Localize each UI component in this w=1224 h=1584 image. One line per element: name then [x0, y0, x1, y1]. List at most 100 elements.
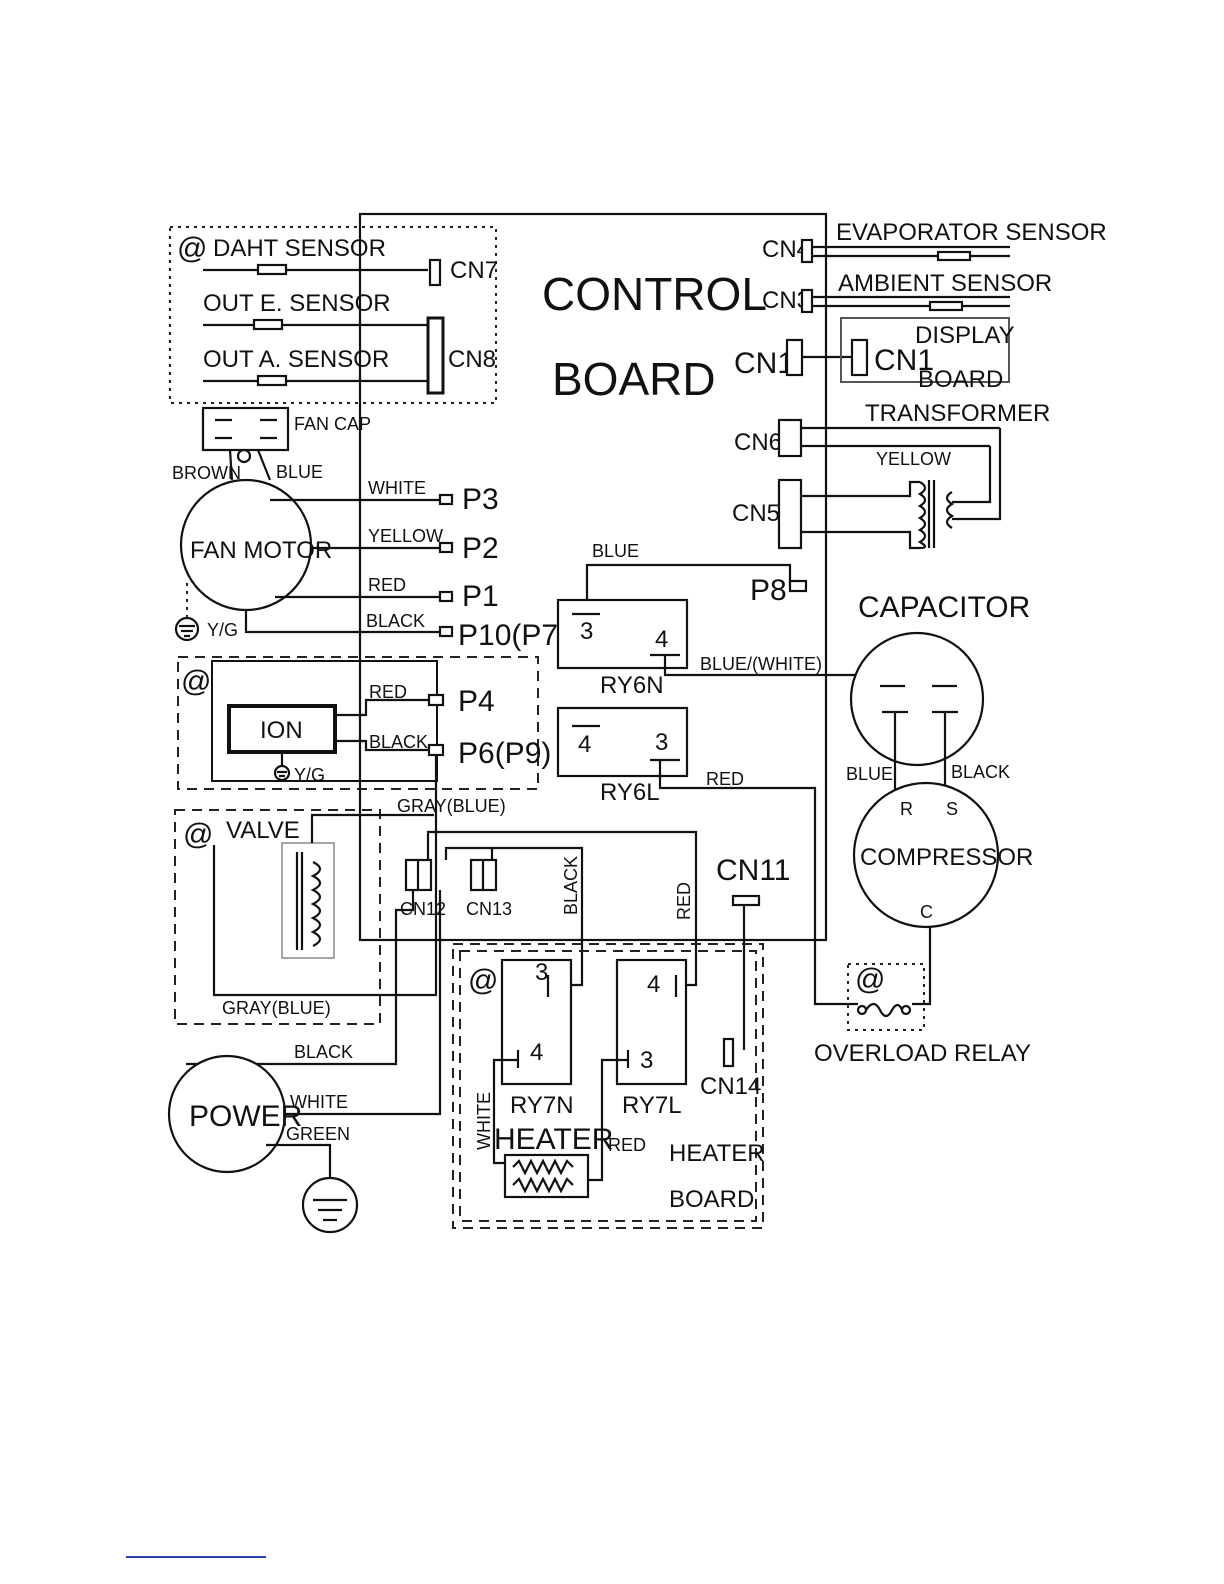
power-white-wire-label: WHITE [290, 1092, 348, 1112]
cn1-label: CN1 [734, 347, 794, 380]
optional-marker-valve: @ [183, 818, 213, 851]
overload-relay-label: OVERLOAD RELAY [814, 1040, 1031, 1067]
fan-motor-label: FAN MOTOR [190, 537, 332, 564]
cn5-connector [777, 478, 803, 550]
optional-marker-sensors: @ [177, 232, 207, 265]
ion-red-wire-label: RED [369, 682, 407, 702]
control-board-title-line2: BOARD [552, 353, 716, 405]
fan-yellow-wire-label: YELLOW [368, 526, 443, 546]
out-a-sensor-label: OUT A. SENSOR [203, 346, 389, 373]
power-label: POWER [189, 1100, 302, 1133]
fan-yg-label: Y/G [207, 620, 238, 640]
capacitor-label: CAPACITOR [858, 591, 1030, 624]
relay-ry6l [556, 706, 689, 778]
daht-sensor-label: DAHT SENSOR [213, 235, 386, 262]
ion-black-wire-label: BLACK [369, 732, 428, 752]
valve-label: VALVE [226, 817, 300, 844]
cn11-connector [731, 894, 761, 907]
transformer-label: TRANSFORMER [865, 400, 1050, 427]
fan-blue-wire-label: BLUE [276, 462, 323, 482]
ry7l-pin4-label: 4 [647, 971, 660, 998]
footer-link-line[interactable] [126, 1556, 266, 1558]
cn5-label: CN5 [732, 500, 780, 527]
cn6-connector [777, 418, 803, 458]
valve-coil [281, 842, 335, 959]
ion-label: ION [260, 717, 303, 744]
ambient-sensor-label: AMBIENT SENSOR [838, 270, 1052, 297]
fan-black-wire-label: BLACK [366, 611, 425, 631]
out-e-sensor-thermistor [252, 318, 284, 331]
optional-ion-group [177, 656, 539, 790]
valve-gray-blue-bottom-label: GRAY(BLUE) [222, 998, 331, 1018]
cn1-display-connector [850, 338, 869, 377]
cn11-label: CN11 [716, 854, 790, 887]
power-black-wire-label: BLACK [294, 1042, 353, 1062]
cn6-label: CN6 [734, 429, 782, 456]
p2-label: P2 [462, 532, 499, 565]
ion-generator-outline [211, 660, 438, 782]
out-a-sensor-thermistor [256, 374, 288, 387]
display-board [840, 317, 1010, 383]
valve-gray-blue-top-label: GRAY(BLUE) [397, 796, 506, 816]
evaporator-sensor-thermistor [936, 250, 972, 262]
optional-overload-relay-group [847, 963, 925, 1031]
compressor-s-label: S [946, 799, 958, 819]
relay-ry7n [500, 958, 573, 1086]
compressor-black-wire-label: BLACK [951, 762, 1010, 782]
heater-red-right-label: RED [608, 1135, 646, 1155]
transformer-symbol [917, 480, 955, 550]
blue-white-wire-label: BLUE/(WHITE) [700, 654, 822, 674]
display-board-label-line2: BOARD [918, 366, 1003, 393]
fan-cap-label: FAN CAP [294, 414, 371, 434]
ion-generator [227, 704, 337, 754]
cn1-display-label: CN1 [874, 344, 934, 377]
heater-black-wire-label: BLACK [561, 856, 581, 915]
p6-label: P6(P9) [458, 737, 551, 770]
cn12-label: CN12 [400, 899, 446, 919]
ry7n-pin4-label: 4 [530, 1039, 543, 1066]
control-board [358, 212, 828, 942]
cn8-connector [426, 316, 445, 395]
cn4-connector [800, 238, 814, 264]
optional-marker-heater: @ [468, 964, 498, 997]
optional-marker-ion: @ [181, 665, 211, 698]
cn14-label: CN14 [700, 1073, 761, 1100]
ry7l-label: RY7L [622, 1092, 682, 1119]
ion-ground-icon [273, 764, 291, 782]
cn8-label: CN8 [448, 346, 496, 373]
capacitor [849, 631, 985, 767]
fan-ground-icon [174, 616, 200, 642]
power-ground-icon [301, 1176, 359, 1234]
ry6n-label: RY6N [600, 672, 664, 699]
compressor-label: COMPRESSOR [860, 844, 1033, 871]
ambient-sensor-thermistor [928, 300, 964, 312]
relay-ry7l [615, 958, 688, 1086]
compressor [852, 781, 1000, 929]
fan-white-wire-label: WHITE [368, 478, 426, 498]
heater-white-wire-label: WHITE [474, 1092, 494, 1150]
heater-board-outer [452, 943, 764, 1229]
ry6l-pin4-label: 4 [578, 731, 591, 758]
evaporator-sensor-label: EVAPORATOR SENSOR [836, 219, 1107, 246]
ry7n-label: RY7N [510, 1092, 574, 1119]
ry6l-pin3-label: 3 [655, 729, 668, 756]
out-e-sensor-label: OUT E. SENSOR [203, 290, 391, 317]
ry6l-red-wire-label: RED [706, 769, 744, 789]
cn1-connector [785, 338, 804, 377]
cn7-connector [428, 258, 442, 287]
heater-red-wire-label: RED [674, 882, 694, 920]
overload-relay-symbol [856, 1002, 912, 1018]
ry7n-pin3-label: 3 [535, 959, 548, 986]
control-board-title-line1: CONTROL [542, 268, 767, 320]
compressor-c-label: C [920, 902, 933, 922]
p10-label: P10(P7) [458, 619, 568, 652]
compressor-blue-wire-label: BLUE [846, 764, 893, 784]
heater-board-inner [459, 950, 757, 1222]
ry7l-pin3-label: 3 [640, 1047, 653, 1074]
p3-label: P3 [462, 483, 499, 516]
power-plug [167, 1054, 287, 1174]
cn7-label: CN7 [450, 257, 498, 284]
fan-red-wire-label: RED [368, 575, 406, 595]
cn13-label: CN13 [466, 899, 512, 919]
